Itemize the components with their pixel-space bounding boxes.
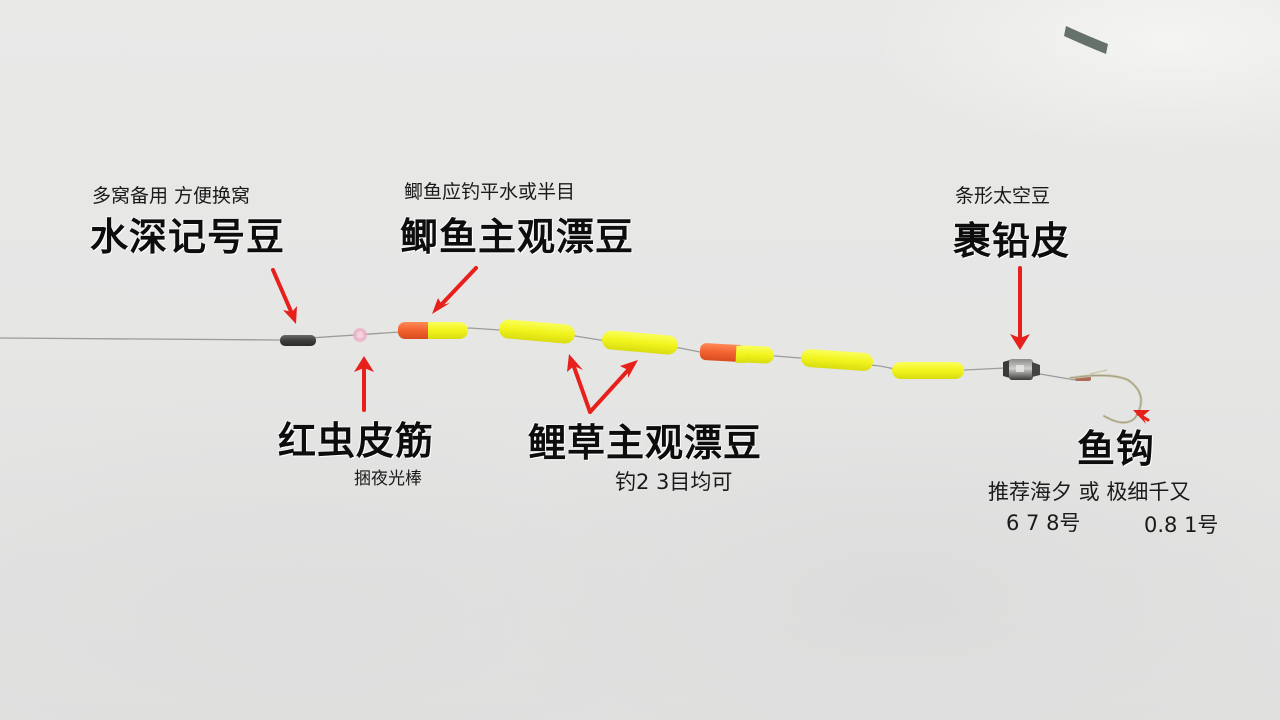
lead-sleeve [1003, 359, 1040, 380]
red-rubber-band [353, 328, 367, 342]
red-rubber-subtitle: 捆夜光棒 [354, 469, 422, 489]
red-rubber-title: 红虫皮筋 [278, 419, 435, 463]
arrow-carp-float-left [567, 354, 592, 414]
crucian-float-title: 鲫鱼主观漂豆 [400, 215, 635, 259]
carp-float-bean-3 [801, 349, 873, 371]
crucian-float-subtitle: 鲫鱼应钓平水或半目 [404, 181, 576, 203]
hook-subtitle-right: 0.8 1号 [1144, 513, 1219, 537]
arrows [271, 266, 1150, 424]
hook-title: 鱼钩 [1077, 427, 1156, 471]
carp-float-subtitle: 钓2 3目均可 [615, 470, 733, 494]
lead-sleeve-title: 裹铅皮 [953, 219, 1071, 263]
hook-subtitle-line1: 推荐海夕 或 极细千又 [988, 480, 1191, 504]
crucian-float-bean [398, 322, 468, 339]
depth-marker-bead [280, 335, 316, 346]
stray-bead-top-right [1064, 26, 1108, 54]
arrow-crucian-float [432, 266, 478, 314]
depth-marker-title: 水深记号豆 [90, 215, 286, 259]
lead-sleeve-subtitle: 条形太空豆 [955, 185, 1051, 207]
arrow-depth-marker [271, 268, 297, 324]
depth-marker-subtitle: 多窝备用 方便换窝 [92, 185, 251, 207]
carp-float-bean-2 [602, 330, 678, 355]
hook-subtitle-left: 6 7 8号 [1006, 511, 1081, 535]
orange-yellow-bean-2 [699, 343, 774, 364]
arrow-red-rubber [354, 356, 374, 412]
arrow-hook [1133, 410, 1150, 424]
carp-float-title: 鲤草主观漂豆 [528, 421, 763, 465]
carp-float-bean-1 [499, 319, 575, 344]
fishing-hook [1068, 369, 1143, 424]
arrow-carp-float-right [588, 360, 638, 414]
carp-float-bean-4 [892, 362, 964, 379]
arrow-lead-sleeve [1010, 266, 1030, 350]
